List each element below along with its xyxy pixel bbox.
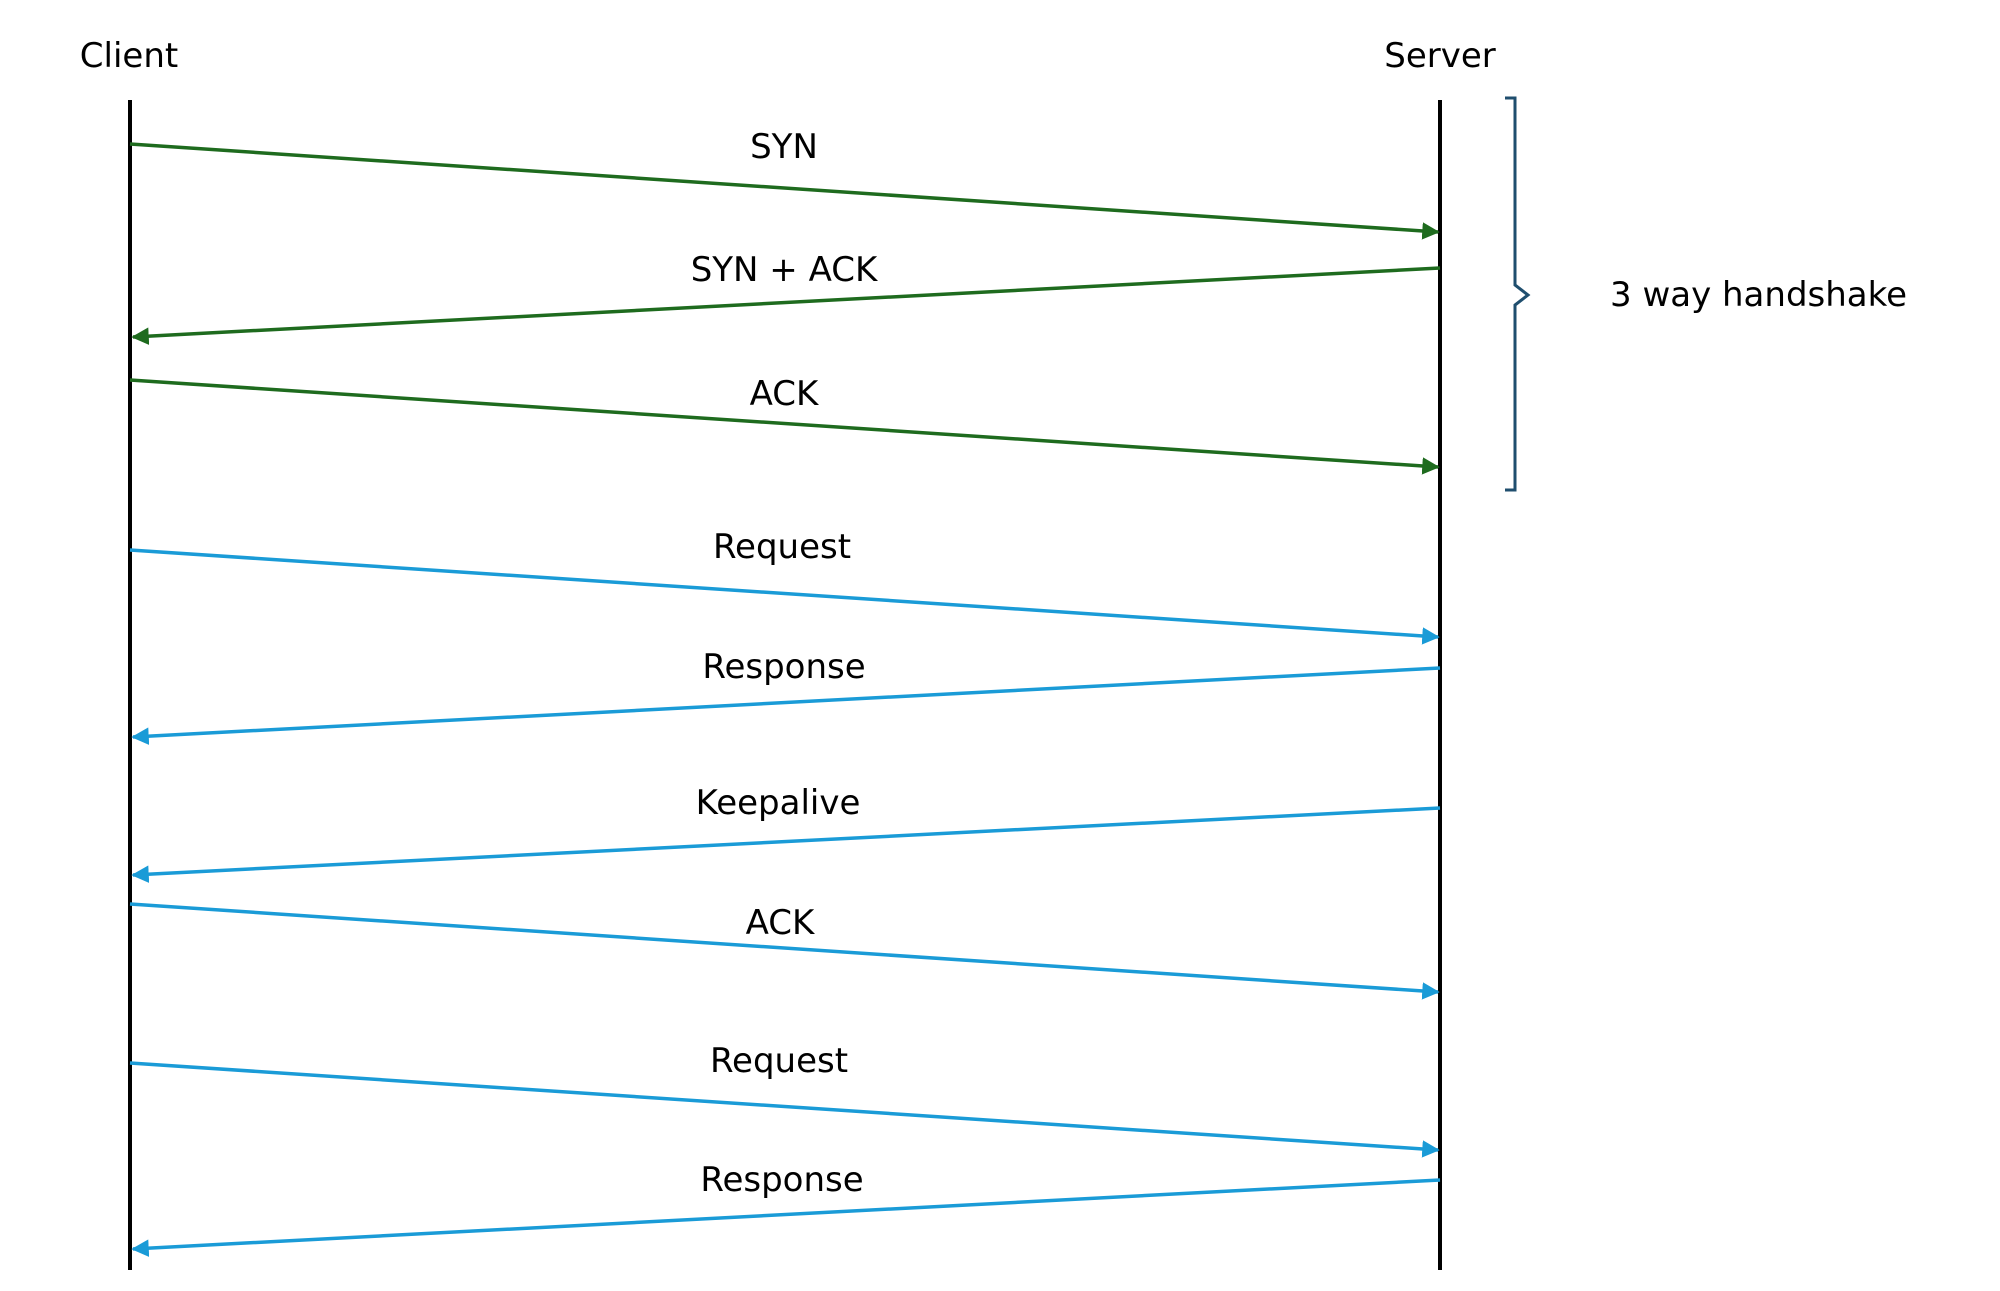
- message-arrow-7: [129, 902, 1440, 1000]
- message-label-6: Keepalive: [696, 783, 861, 823]
- message-label-9: Response: [700, 1160, 863, 1200]
- message-arrow-1: [129, 142, 1440, 240]
- message-label-1: SYN: [750, 127, 818, 167]
- message-arrow-8: [129, 1061, 1440, 1158]
- message-arrow-5: [131, 666, 1441, 745]
- message-arrow-6: [131, 806, 1441, 883]
- message-label-5: Response: [702, 647, 865, 687]
- handshake-bracket: [1505, 96, 1531, 492]
- message-label-3: ACK: [750, 374, 820, 414]
- message-label-7: ACK: [746, 903, 816, 943]
- client-label: Client: [80, 36, 178, 76]
- message-arrow-2: [131, 266, 1441, 345]
- message-arrow-9: [131, 1178, 1441, 1257]
- message-arrow-4: [129, 548, 1440, 645]
- message-arrow-3: [129, 378, 1440, 475]
- handshake-group-label: 3 way handshake: [1610, 275, 1907, 315]
- message-label-8: Request: [710, 1041, 848, 1081]
- server-label: Server: [1384, 36, 1496, 76]
- message-label-2: SYN + ACK: [691, 250, 879, 290]
- message-label-4: Request: [713, 527, 851, 567]
